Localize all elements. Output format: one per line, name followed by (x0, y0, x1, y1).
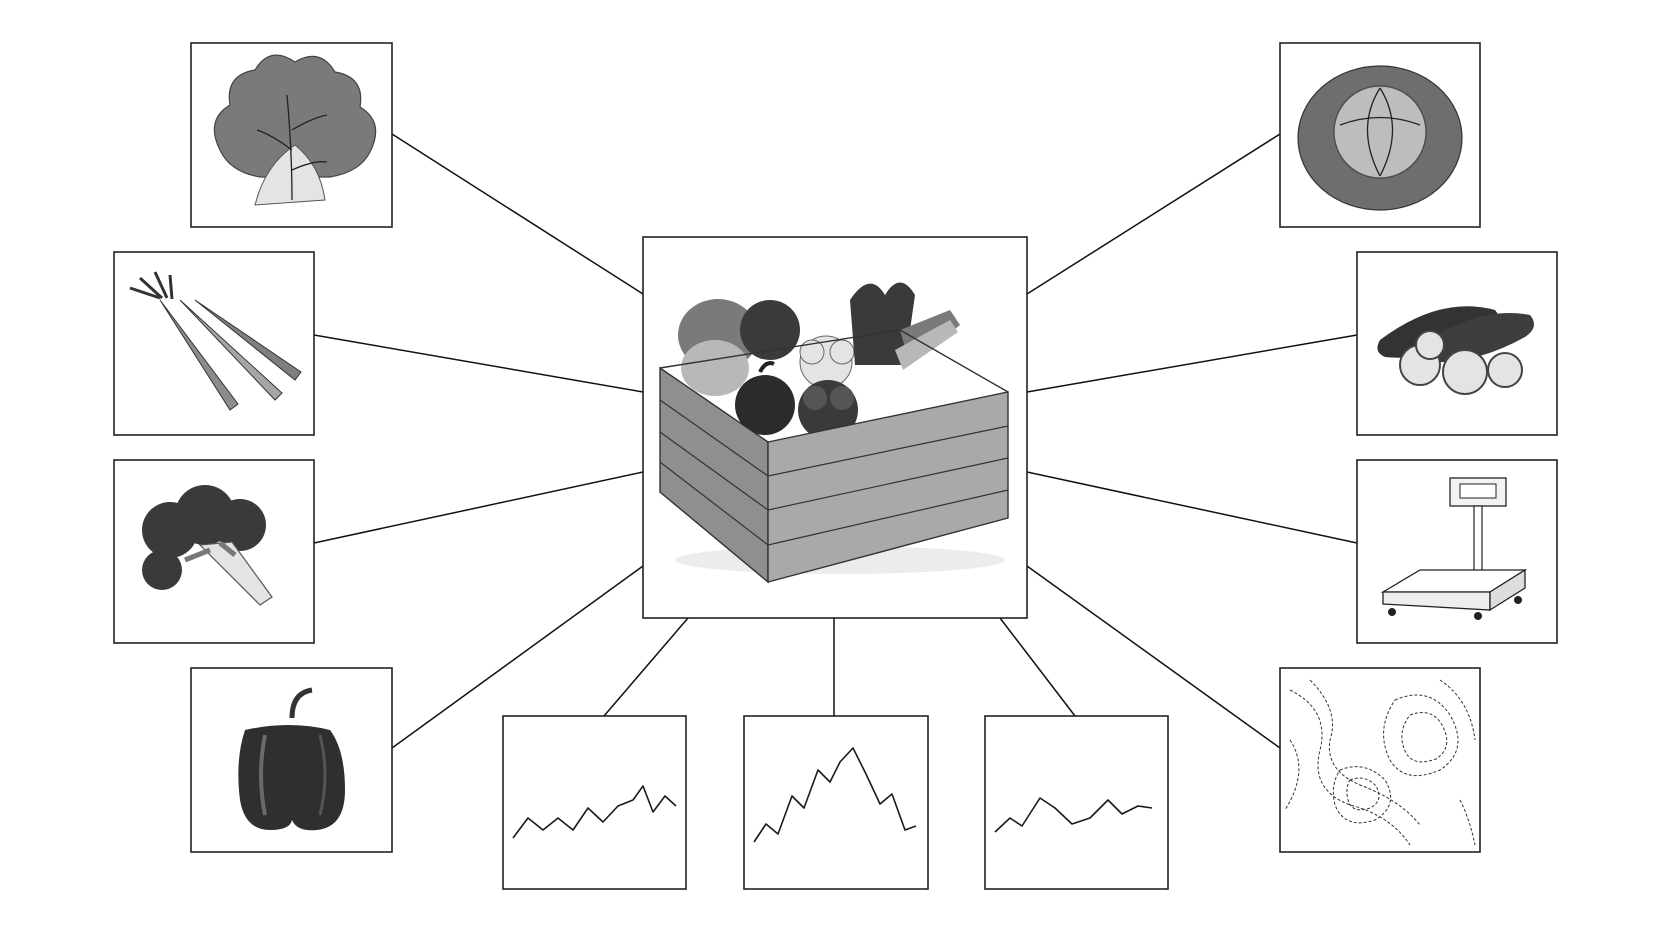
connector-chart-1 (603, 617, 689, 717)
connector-scale (1026, 471, 1358, 544)
connector-lines (313, 133, 1358, 749)
lettuce-icon (213, 54, 377, 206)
platform-scale-icon (1380, 477, 1528, 620)
carrots-icon (129, 271, 302, 411)
trend-chart-2-node (743, 715, 929, 890)
connector-lettuce (391, 133, 644, 295)
line-chart-icon (994, 797, 1153, 833)
vegetable-crate-icon (659, 282, 1009, 584)
cucumbers-icon (1377, 306, 1534, 395)
connector-carrots (313, 334, 644, 393)
bell-pepper-icon (238, 687, 345, 831)
lettuce-node (190, 42, 393, 228)
hub-node (642, 236, 1028, 619)
connector-chart-3 (999, 617, 1076, 717)
cucumbers-node (1356, 251, 1558, 436)
connector-bell-pepper (391, 565, 644, 749)
carrots-node (113, 251, 315, 436)
broccoli-node (113, 459, 315, 644)
broccoli-icon (142, 485, 273, 606)
line-chart-icon (753, 747, 917, 843)
trend-chart-1-node (502, 715, 687, 890)
connector-broccoli (313, 471, 644, 544)
platform-scale-node (1356, 459, 1558, 644)
connector-cucumbers (1026, 334, 1358, 393)
cabbage-icon (1297, 65, 1463, 211)
cabbage-node (1279, 42, 1481, 228)
connector-cabbage (1026, 133, 1281, 295)
contour-map-node (1279, 667, 1481, 853)
bell-pepper-node (190, 667, 393, 853)
line-chart-icon (512, 785, 677, 839)
trend-chart-3-node (984, 715, 1169, 890)
contour-map-icon (1284, 679, 1476, 846)
connector-contour-map (1026, 565, 1281, 749)
